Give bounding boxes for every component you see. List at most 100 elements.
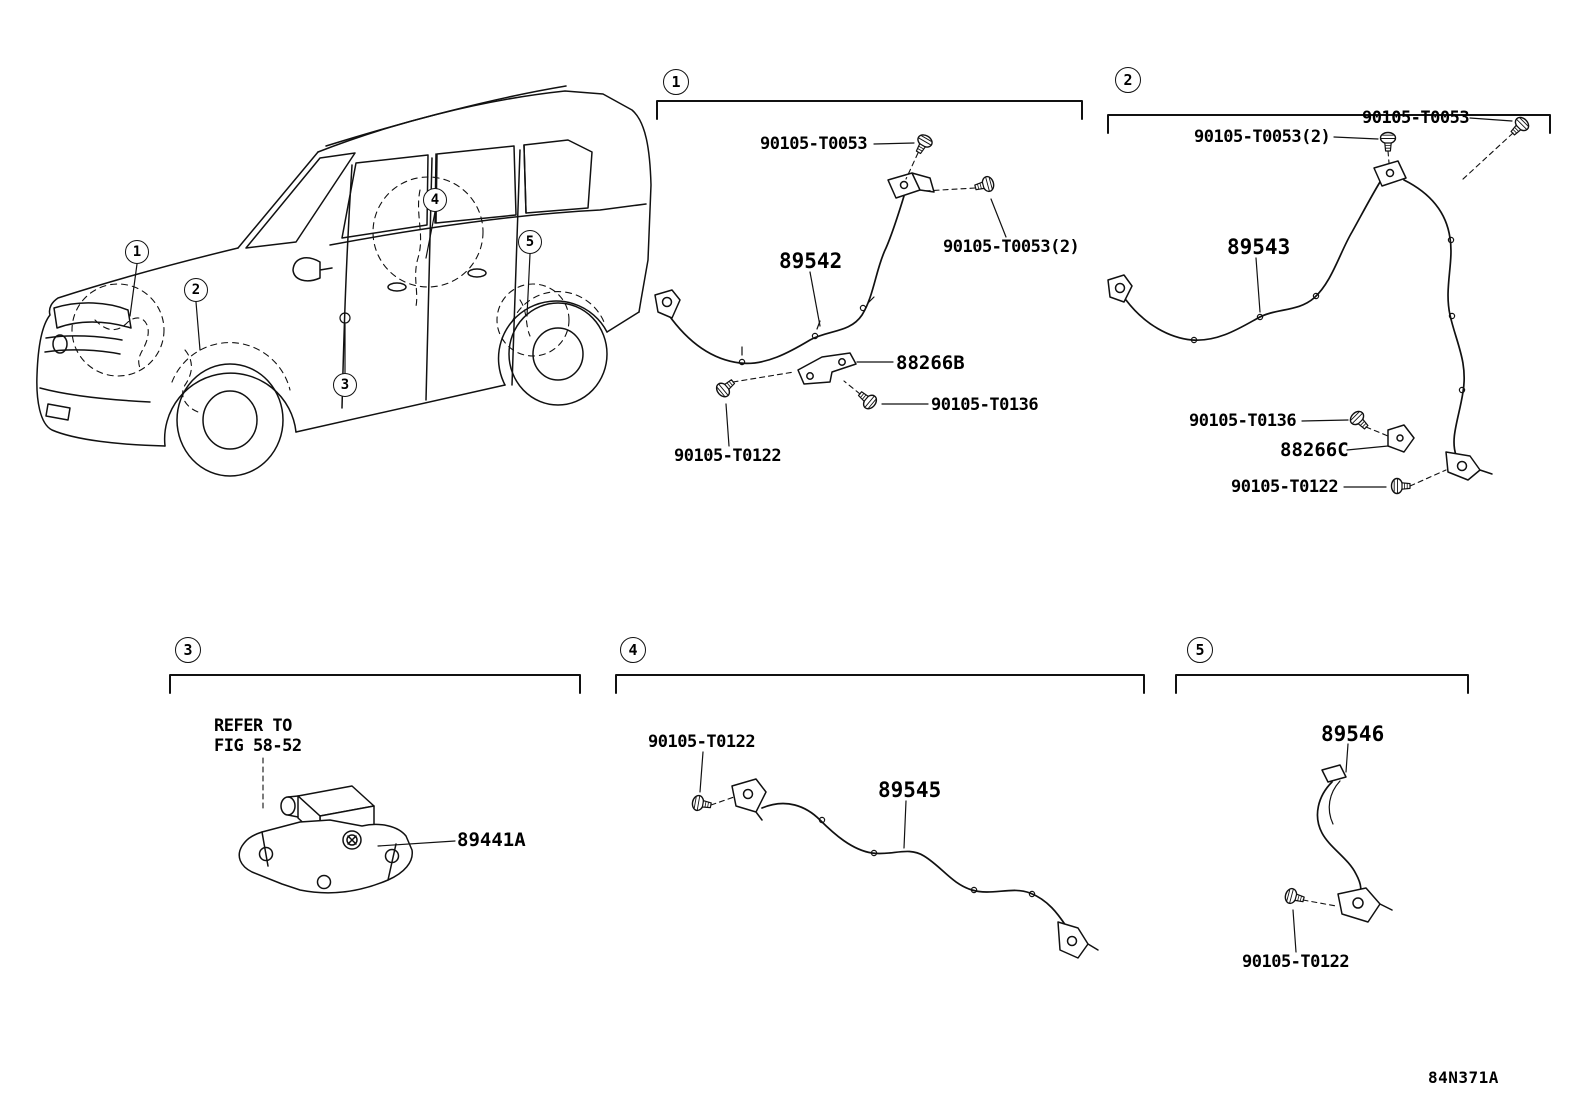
vehicle-rocker [295,311,640,433]
door-handle-front [387,282,407,292]
wire-clips [1190,236,1466,394]
section-4-art [690,751,1099,959]
vehicle-callout-4: 4 [423,188,447,212]
abs-sensor-wire-front-rh [1125,181,1381,341]
leader-line [377,840,456,847]
section-5-frame [1175,674,1469,694]
part-number-label: 90105-T0136 [931,395,1039,415]
assembly-dashed-line [1302,899,1337,907]
beltline [329,203,647,246]
section-1-art [654,131,1007,447]
vehicle-callout-1: 1 [125,240,149,264]
section-2-art [1107,114,1532,495]
section-number-1: 1 [663,69,689,95]
rear-wheel-arch [497,300,608,386]
sensor-bracket [238,819,413,894]
leader-lines [1292,743,1349,953]
hidden-harness-lines [71,176,570,413]
part-number-label: 90105-T0122 [1231,477,1339,497]
front-door-window [341,154,429,239]
section-2-frame [1107,114,1551,134]
refer-note-line2: FIG 58-52 [214,736,302,756]
assembly-dashed-lines [732,152,976,395]
connector [1321,764,1347,783]
assembly-dashed-lines [1365,132,1514,487]
rear-door-rear-edge [511,149,521,386]
connector-bracket [1373,160,1407,187]
part-number-label: 90105-T0122 [648,732,756,752]
part-number-label: 88266B [896,352,965,374]
section-4-frame [615,674,1145,694]
part-number-label: 89542 [779,249,843,273]
rear-door-window [435,145,517,224]
section-3-frame [169,674,581,694]
abs-sensor-wire-rear-rh [1316,781,1362,899]
windshield [245,152,356,249]
bolt-icon [1347,408,1373,434]
section-frames [169,100,1551,694]
vehicle-callout-2: 2 [184,278,208,302]
bolt-icon [1390,477,1411,495]
grille [39,335,151,403]
vehicle-roof [317,90,652,313]
leader-lines [725,142,1007,447]
wire-clips [738,296,875,366]
part-number-label: 89441A [457,829,526,851]
door-handle-rear [467,268,487,278]
front-wheel [171,342,291,477]
sensor-bracket [731,778,767,821]
vehicle-drawing [36,85,652,477]
vehicle-hood [36,247,239,447]
sensor-head [1057,921,1099,959]
bolt-icon [972,174,997,196]
brand-badge [52,334,68,354]
part-number-label: 90105-T0122 [1242,952,1350,972]
bolt-icon [690,793,713,814]
quarter-window [523,139,593,214]
section-number-2: 2 [1115,67,1141,93]
section-number-3: 3 [175,637,201,663]
refer-note-line1: REFER TO [214,716,292,736]
abs-sensor-wire-rear-lh [761,802,1067,927]
part-number-label: 90105-T0053 [1362,108,1470,128]
part-number-label: 89545 [878,778,942,802]
leader-lines [1255,117,1513,488]
part-number-label: 89543 [1227,235,1291,259]
vehicle-callout-3: 3 [333,373,357,397]
wire-inner-strand [1328,780,1341,825]
section-1-frame [656,100,1083,120]
bracket-88266C [1387,424,1415,453]
vehicle-roofrail [325,85,567,147]
wire-return-run [1403,179,1465,456]
bracket-88266B [797,352,857,385]
headlamp [53,302,132,329]
vehicle-callout-5: 5 [518,230,542,254]
bolt-icon [854,387,880,413]
wire-clips [818,816,1036,898]
figure-code: 84N371A [1428,1068,1499,1087]
sensor-bracket [1337,887,1393,923]
bolt-icon [1282,886,1307,908]
vehicle-callout-leaders [129,211,531,374]
section-number-5: 5 [1187,637,1213,663]
connector-bracket [887,172,935,199]
side-mirror [292,257,333,282]
section-number-4: 4 [620,637,646,663]
sensor-head [654,289,681,319]
section-3-art [238,757,456,894]
leader-lines [699,751,907,849]
part-number-label: 89546 [1321,722,1385,746]
fog-lamp [45,403,71,421]
bolt-icon [713,375,739,401]
section-5-art [1282,743,1393,953]
part-number-label: 88266C [1280,439,1349,461]
rear-wheel [508,291,608,406]
bolt-icon [1379,131,1397,152]
abs-sensor-wire-front-lh [667,195,905,365]
part-number-label: 90105-T0136 [1189,411,1297,431]
front-wheel-arch [163,372,297,447]
assembly-dashed-line [710,796,735,806]
part-number-label: 90105-T0053(2) [1194,127,1331,147]
